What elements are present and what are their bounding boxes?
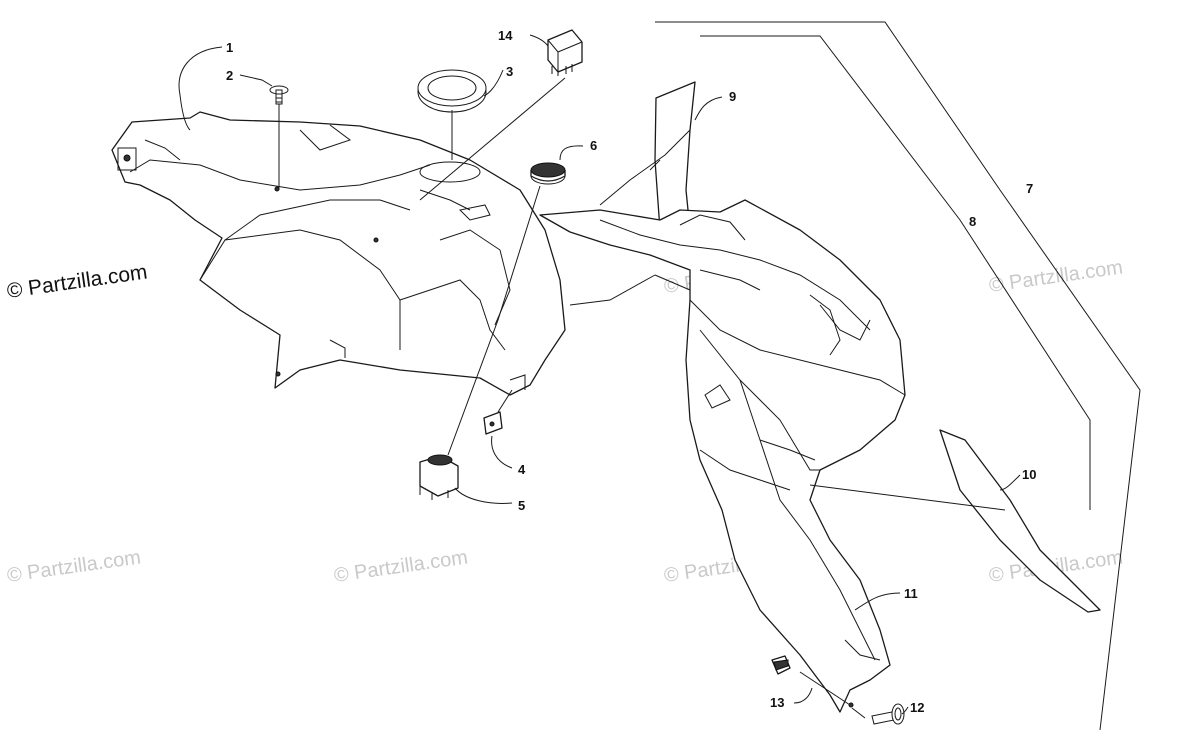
ignition-switch: [419, 454, 459, 500]
clip: [483, 411, 503, 435]
callout-2: 2: [226, 68, 233, 83]
grommet-ring: [417, 69, 487, 113]
right-console-panel: [539, 81, 1101, 713]
copyright-notice: © Partzilla.com: [5, 260, 148, 302]
callout-12: 12: [910, 700, 924, 715]
callout-9: 9: [729, 89, 736, 104]
push-fastener: [871, 703, 905, 725]
watermarks: © Partzilla.com © Partzilla.com © Partzi…: [6, 256, 1125, 587]
watermark: © Partzilla.com: [6, 546, 143, 587]
screw: [269, 85, 289, 105]
callout-11: 11: [904, 586, 918, 601]
watermark: © Partzilla.com: [988, 256, 1125, 297]
leader-lines: [178, 21, 1141, 731]
callout-13: 13: [770, 695, 784, 710]
decal-9: [654, 81, 696, 231]
left-console-panel: [111, 111, 566, 396]
watermark: © Partzilla.com: [333, 546, 470, 587]
callout-4: 4: [518, 462, 526, 477]
callout-10: 10: [1022, 467, 1036, 482]
clip-nut: [771, 655, 791, 675]
callout-3: 3: [506, 64, 513, 79]
callout-5: 5: [518, 498, 525, 513]
callout-14: 14: [498, 28, 513, 43]
callout-7: 7: [1026, 181, 1033, 196]
rocker-switch: [547, 29, 583, 76]
callout-1: 1: [226, 40, 233, 55]
callout-labels: 1 2 3 4 5 6 7 8 9 10 11 12 13 14: [226, 28, 1036, 715]
callout-6: 6: [590, 138, 597, 153]
callout-8: 8: [969, 214, 976, 229]
cap: [530, 162, 566, 185]
decal-10: [939, 429, 1101, 613]
